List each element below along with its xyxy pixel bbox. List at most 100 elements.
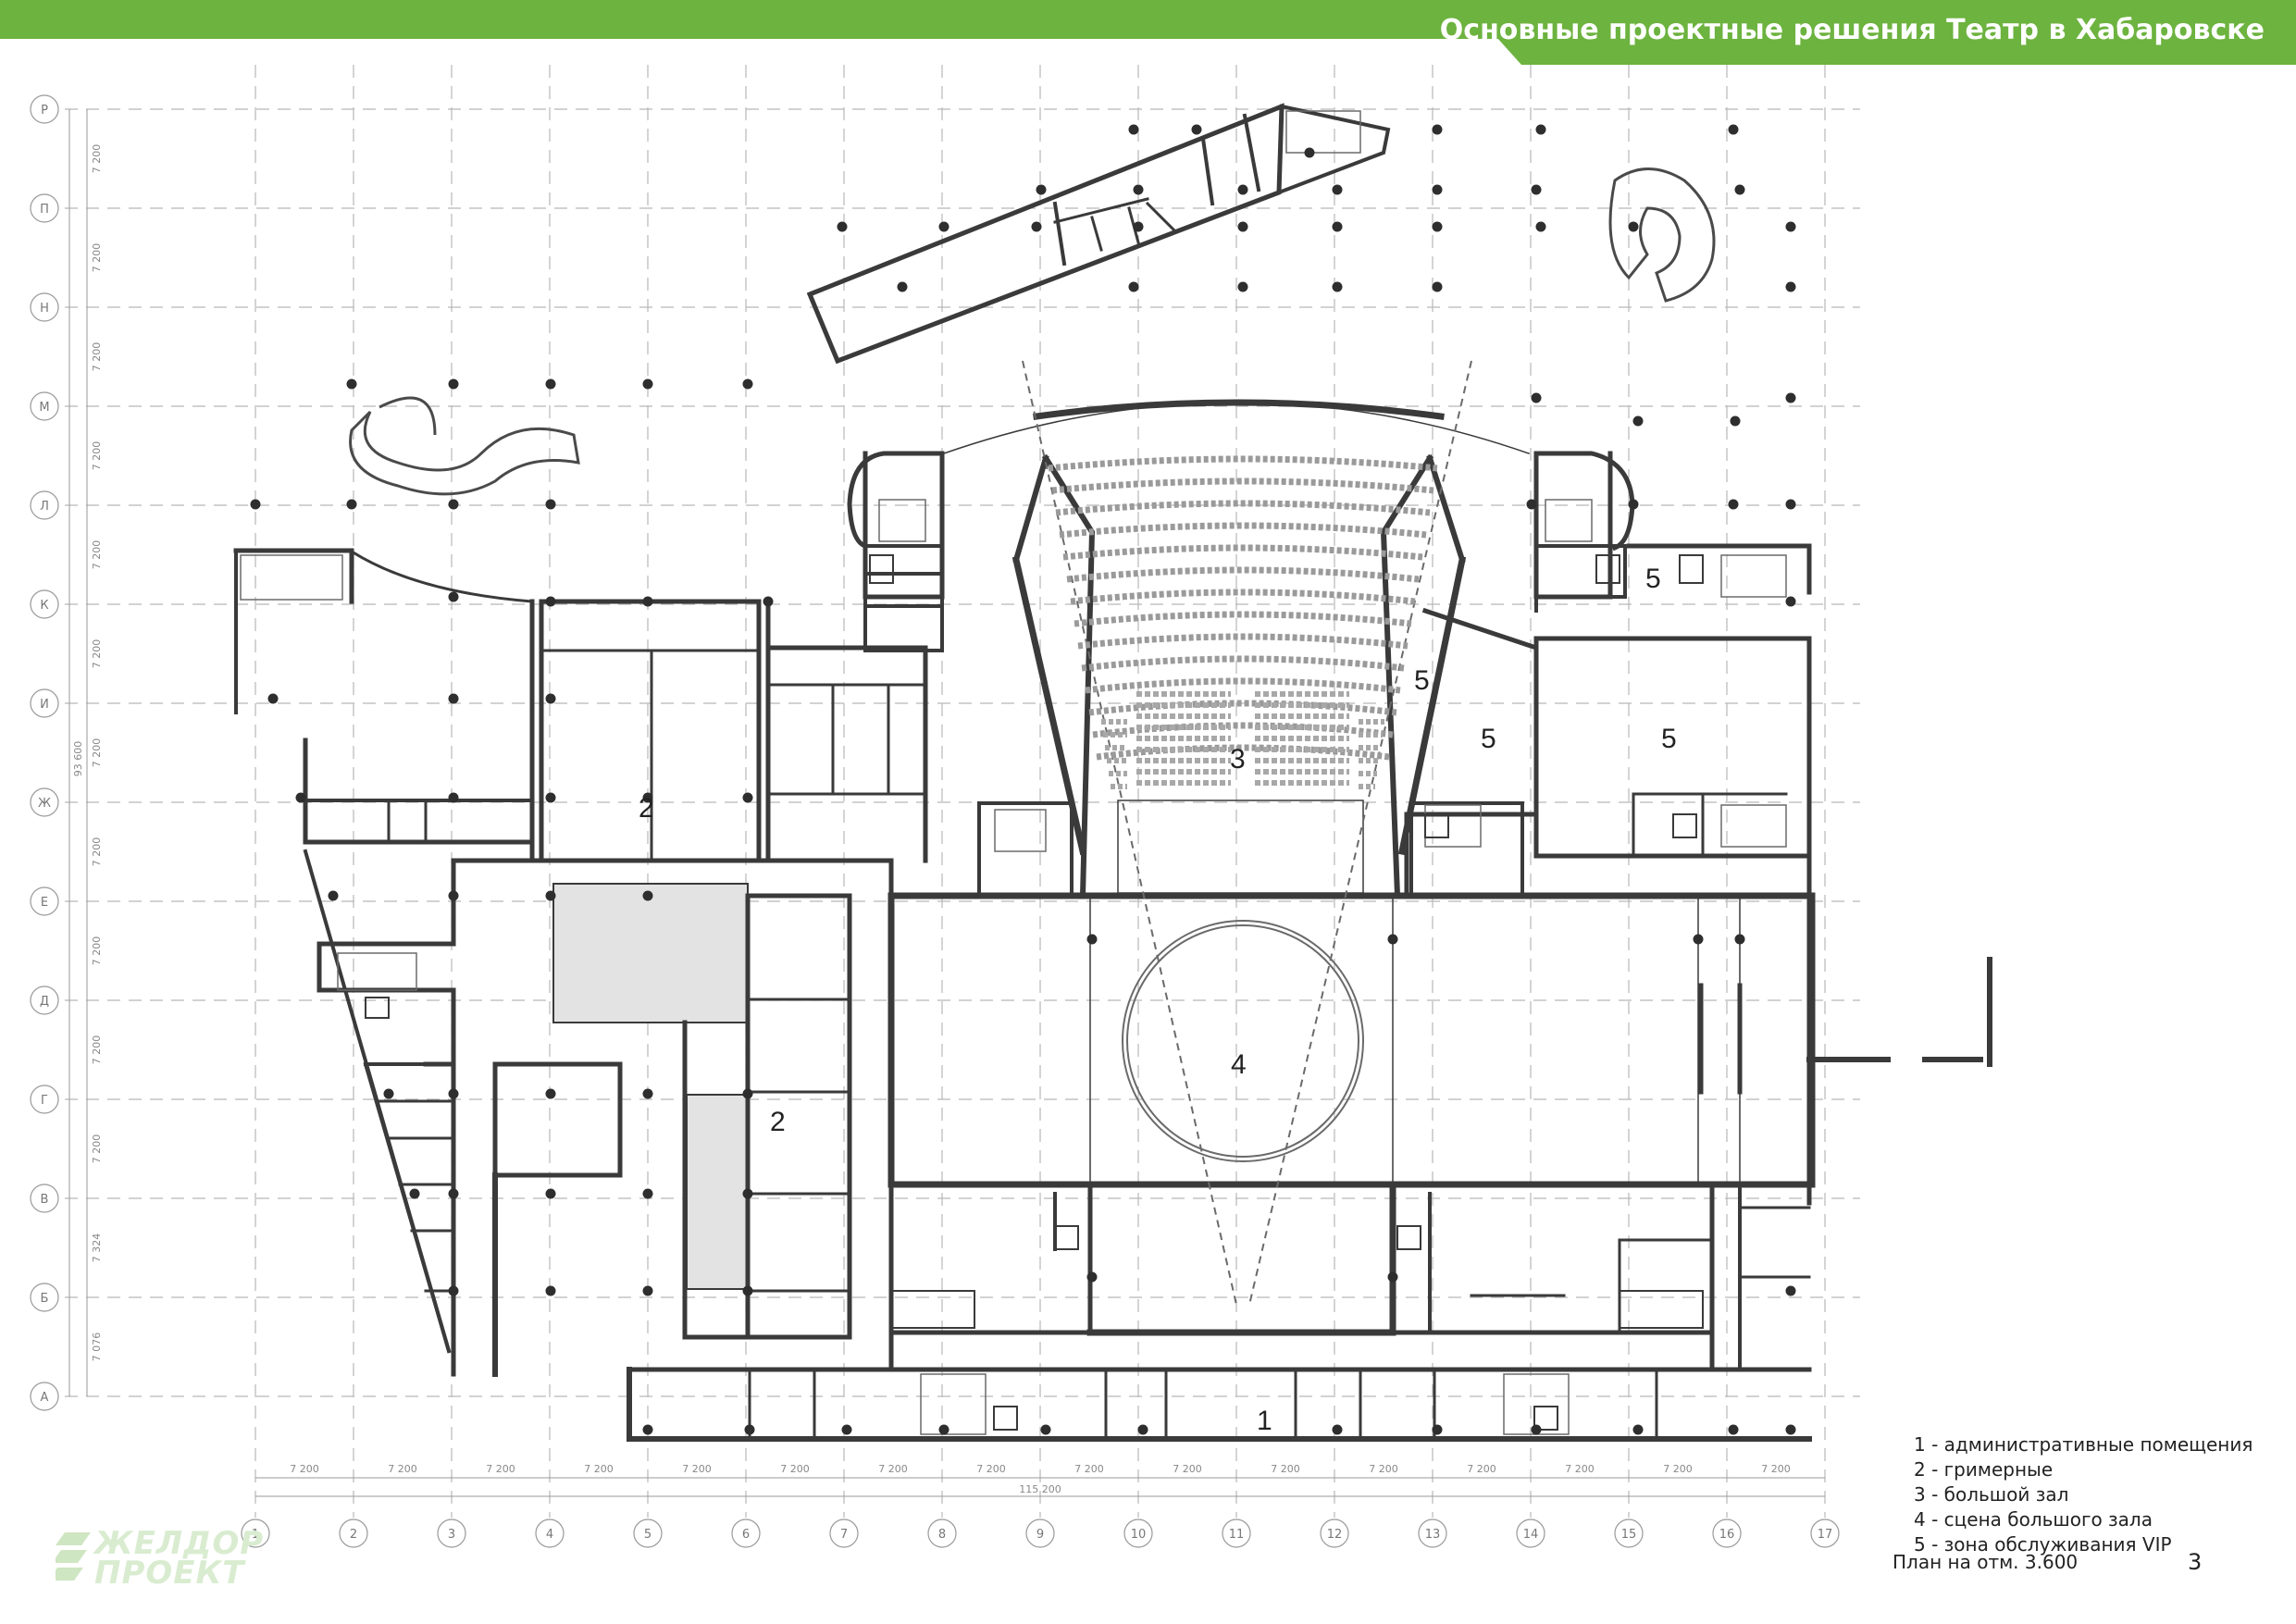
column-axis-label: 11: [1229, 1528, 1245, 1542]
seat-row: [1081, 655, 1405, 672]
column-axis-bubble: [633, 1519, 663, 1548]
column-axis-bubble: [241, 1519, 270, 1548]
column-axis-bubble: [1418, 1519, 1447, 1548]
dimension-lines: 7 200 7 200 7 200 7 200 7 200 7 200 7 200 7 200…: [68, 109, 1825, 1497]
row-axis-label: П: [40, 203, 49, 217]
column-dot: [837, 221, 848, 232]
column-dot: [1036, 184, 1047, 195]
axis-grid: [65, 65, 1860, 1518]
column-dimension: 7 200: [388, 1463, 417, 1475]
column-dimension: 7 200: [1369, 1463, 1398, 1475]
column-axis-bubble: [1222, 1519, 1251, 1548]
page-title: Основные проектные решения Театр в Хабар…: [1439, 14, 2265, 46]
legend-item: 5 - зона обслуживания VIP: [1914, 1533, 2172, 1556]
column-axis-label: 15: [1621, 1528, 1637, 1542]
column-dot: [1031, 221, 1042, 232]
column-dot: [1526, 499, 1537, 510]
column-dimension: 7 200: [1565, 1463, 1595, 1475]
walls: [233, 103, 1992, 1442]
column-dot: [1304, 147, 1315, 158]
row-dimension: 7 076: [91, 1333, 103, 1362]
column-dot: [1432, 1424, 1443, 1435]
row-axis-bubble: [30, 193, 59, 223]
column-dot: [1535, 221, 1546, 232]
legend-item: 3 - большой зал: [1914, 1483, 2069, 1506]
column-dot: [742, 792, 753, 803]
column-dot: [1040, 1424, 1051, 1435]
column-axis-bubble: [1025, 1519, 1055, 1548]
elevator-symbols: [365, 554, 1704, 1431]
column-dot: [1728, 124, 1739, 135]
column-dot: [1785, 596, 1796, 607]
column-dimension: 7 200: [1074, 1463, 1104, 1475]
column-dot: [1332, 184, 1343, 195]
column-dot: [1632, 415, 1644, 427]
column-dot: [1785, 392, 1796, 403]
row-axis-bubble: [30, 589, 59, 619]
row-dimension: 7 200: [91, 540, 103, 570]
column-dot: [1133, 184, 1144, 195]
row-axis-label: М: [39, 401, 49, 415]
company-logo: ЖЕЛДОР ПРОЕКТ: [56, 1525, 278, 1592]
column-dot: [742, 378, 753, 390]
column-dot: [448, 591, 459, 602]
row-axis-bubble: [30, 688, 59, 718]
seat-row: [1070, 589, 1416, 605]
column-axis-label: 6: [742, 1528, 750, 1542]
column-dot: [642, 890, 653, 901]
column-dot: [545, 890, 556, 901]
column-dot: [545, 596, 556, 607]
column-axis-bubble: [437, 1519, 466, 1548]
column-dot: [1734, 934, 1745, 945]
column-dot: [545, 693, 556, 704]
column-dot: [448, 890, 459, 901]
seat-row: [1074, 611, 1412, 627]
row-dimension: 7 200: [91, 738, 103, 768]
seat-row: [1092, 722, 1394, 738]
column-dot: [938, 1424, 949, 1435]
column-axis-bubble: [339, 1519, 368, 1548]
column-dimension: 7 200: [878, 1463, 908, 1475]
column-dot: [1535, 124, 1546, 135]
column-dot: [1332, 221, 1343, 232]
column-dot: [545, 792, 556, 803]
row-axis-bubble: [30, 292, 59, 322]
room-label-admin: 1: [1257, 1406, 1272, 1436]
column-dot: [1191, 124, 1202, 135]
row-axis-bubble: [30, 391, 59, 421]
column-dot: [448, 1088, 459, 1099]
column-axis-label: 1: [252, 1528, 259, 1542]
column-dot: [409, 1188, 420, 1199]
row-dimension: 7 200: [91, 639, 103, 669]
column-axis-bubble: [731, 1519, 761, 1548]
column-dimension: 7 200: [584, 1463, 614, 1475]
column-axis-bubble: [829, 1519, 859, 1548]
seat-row: [1055, 500, 1431, 516]
row-dimension: 7 200: [91, 342, 103, 372]
row-dimension: 7 200: [91, 144, 103, 174]
stairs: [240, 110, 1787, 1435]
seat-row: [1096, 744, 1390, 761]
column-dot: [1728, 499, 1739, 510]
column-dot: [448, 693, 459, 704]
total-width-dimension: 115 200: [1019, 1483, 1061, 1495]
column-axis-bubble: [1712, 1519, 1742, 1548]
column-axis-label: 14: [1523, 1528, 1539, 1542]
column-dimension: 7 200: [780, 1463, 810, 1475]
column-dot: [448, 1285, 459, 1296]
column-dimension: 7 200: [682, 1463, 712, 1475]
seat-row: [1059, 522, 1427, 539]
room-label-main-hall: 3: [1230, 744, 1246, 775]
seat-row: [1077, 633, 1409, 650]
column-axis-bubble: [927, 1519, 957, 1548]
seat-row: [1051, 477, 1434, 494]
column-dot: [448, 378, 459, 390]
column-dot: [1693, 934, 1704, 945]
column-axis-bubble: [1320, 1519, 1349, 1548]
column-dot: [545, 378, 556, 390]
column-dot: [1730, 415, 1741, 427]
column-axis-label: 13: [1425, 1528, 1441, 1542]
page-number: 3: [2188, 1549, 2203, 1575]
column-axis-label: 8: [938, 1528, 946, 1542]
